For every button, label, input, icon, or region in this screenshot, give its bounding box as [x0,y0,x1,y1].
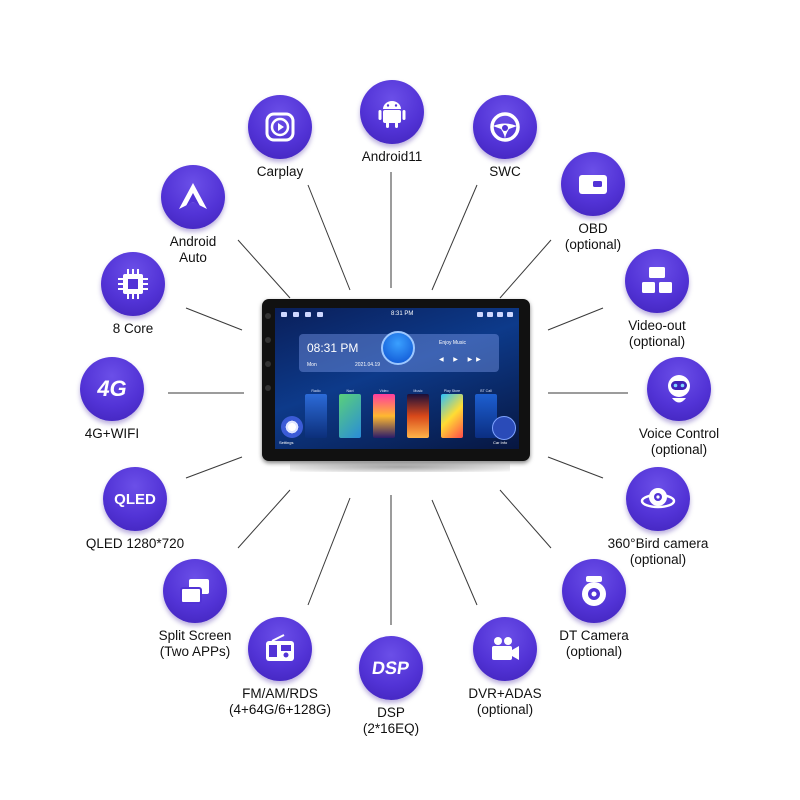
media-controls[interactable]: ◀ ▶ ▶▶ [439,357,485,363]
settings-icon[interactable] [281,416,303,438]
widget-time: 08:31 PM [307,341,359,355]
window-icon [507,311,513,317]
dsp-text: DSP [371,657,411,678]
apps-icon [293,311,299,317]
video-camera-icon [473,617,537,681]
chip-icon [101,252,165,316]
radio-icon [248,617,312,681]
feature-label: 8 Core [112,321,154,336]
status-time: 8:31 PM [391,311,414,317]
app-label: Video [379,389,389,393]
feature-label: 360°Bird camera(optional) [607,536,709,567]
feature-label: QLED 1280*720 [85,536,185,551]
app-video[interactable] [373,394,395,438]
app-play-store[interactable] [441,394,463,438]
360-camera-icon [626,467,690,531]
feature-swc: SWC [430,95,580,180]
feature-split-screen: Split Screen(Two APPs) [120,559,270,660]
screen-icon [305,311,311,317]
app-label: BT Call [480,389,492,393]
app-label: Play Store [443,389,461,393]
feature-video-out: Video-out(optional) [582,249,732,350]
feature-voice-control: Voice Control(optional) [604,357,754,458]
status-bar: 8:31 PM [275,308,519,320]
obd-icon [561,152,625,216]
bluetooth-icon [487,311,493,317]
android-icon [360,80,424,144]
feature-4g-wifi: 4G 4G+WIFI [37,357,187,442]
feature-label: 4G+WIFI [84,426,140,441]
dash-camera-icon [562,559,626,623]
home-icon [281,311,287,317]
android-auto-icon [161,165,225,229]
feature-dvr-adas: DVR+ADAS(optional) [430,617,580,718]
app-label: Navi [346,389,354,393]
qled-icon: QLED [103,467,167,531]
app-label: Music [413,389,423,393]
feature-obd: OBD(optional) [518,152,668,253]
device-shadow [290,462,510,472]
feature-android: Android11 [317,80,467,165]
feature-label: Video-out(optional) [628,318,686,349]
split-screen-icon [163,559,227,623]
feature-label: Voice Control(optional) [638,426,720,457]
feature-8-core: 8 Core [58,252,208,337]
4g-icon: 4G [80,357,144,421]
feature-qled: QLED QLED 1280*720 [60,467,210,552]
feature-label: DVR+ADAS(optional) [468,686,542,717]
location-icon [477,311,483,317]
app-music[interactable] [407,394,429,438]
app-label: Radio [311,389,321,393]
steering-wheel-icon [473,95,537,159]
feature-label: OBD(optional) [564,221,622,252]
feature-label: FM/AM/RDS(4+64G/6+128G) [228,686,332,717]
feature-label: Split Screen(Two APPs) [158,628,232,659]
4g-text: 4G [97,376,127,401]
dsp-icon: DSP [359,636,423,700]
qled-text: QLED [114,490,156,508]
app-radio[interactable] [305,394,327,438]
widget-date: 2021.04.19 [355,362,381,368]
robot-icon [647,357,711,421]
usb-icon [317,311,323,317]
feature-label: SWC [489,164,521,179]
car-info-label: Car Info [493,440,508,445]
feature-carplay: Carplay [205,95,355,180]
app-row: Radio Navi Video Music Play Store BT Cal… [305,388,515,440]
app-bt-call[interactable] [475,394,497,438]
head-unit-device: 8:31 PM 08:31 PM Mon 2021.04.19 Enjoy Mu… [262,299,530,461]
settings-label: Settings [279,440,294,445]
app-navi[interactable] [339,394,361,438]
head-unit-screen: 8:31 PM 08:31 PM Mon 2021.04.19 Enjoy Mu… [275,308,519,449]
wifi-icon [497,311,503,317]
video-out-icon [625,249,689,313]
android-logo-icon [381,331,415,365]
car-info-icon[interactable] [492,416,516,440]
feature-label: DSP(2*16EQ) [362,705,420,736]
widget-music: Enjoy Music [439,340,466,346]
feature-fm-radio: FM/AM/RDS(4+64G/6+128G) [205,617,355,718]
carplay-icon [248,95,312,159]
feature-label: Carplay [256,164,304,179]
widget-day: Mon [307,362,317,368]
feature-dsp: DSP DSP(2*16EQ) [316,636,466,737]
feature-label: Android11 [361,149,423,164]
feature-360-camera: 360°Bird camera(optional) [583,467,733,568]
feature-dt-camera: DT Camera(optional) [519,559,669,660]
feature-label: DT Camera(optional) [559,628,629,659]
